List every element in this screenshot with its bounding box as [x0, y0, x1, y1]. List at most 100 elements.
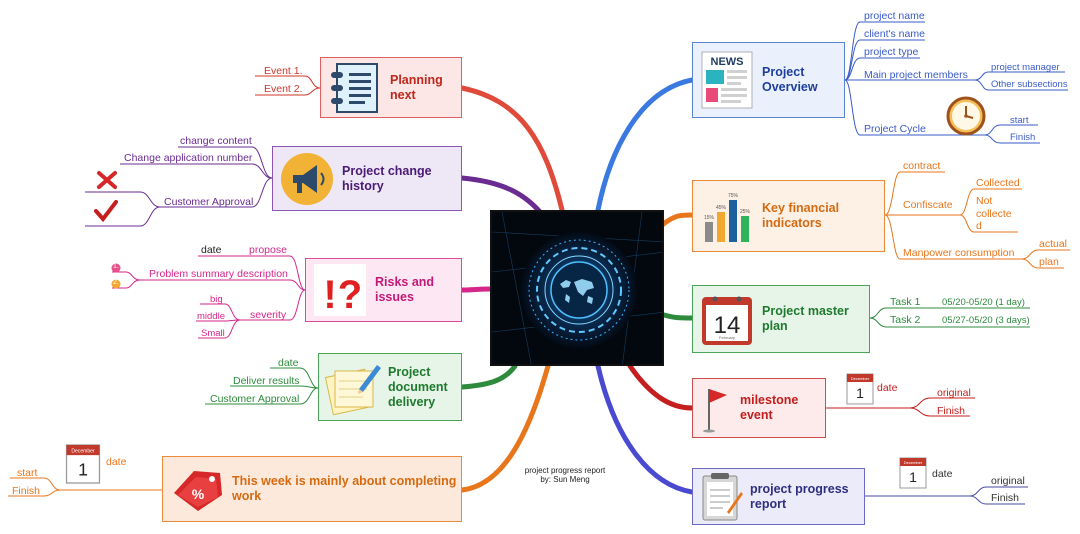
calendar-mini-icon: December 1 — [898, 456, 928, 490]
change-approval-item[interactable]: Customer Approval — [164, 196, 254, 208]
list-document-icon — [326, 59, 384, 117]
severity-middle-item[interactable]: middle — [197, 311, 225, 322]
event-1-item[interactable]: Event 1. — [264, 65, 303, 77]
problem-summary-item[interactable]: Problem summary description — [149, 268, 288, 280]
percent-label-2: 45% — [716, 205, 727, 211]
calendar-icon: 14 February — [698, 290, 756, 348]
node-this-week[interactable]: % This week is mainly about completing w… — [162, 456, 462, 522]
calendar-day: 14 — [714, 312, 741, 339]
project-name-item[interactable]: project name — [864, 10, 925, 22]
central-topic-image[interactable] — [490, 210, 664, 366]
this-week-finish-item[interactable]: Finish — [12, 485, 41, 497]
exclamation-question-icon: ! ? — [311, 261, 369, 319]
caption-author: by: Sun Meng — [540, 475, 590, 485]
cycle-start-item[interactable]: start — [1010, 115, 1029, 126]
mini-month: December — [71, 449, 95, 455]
news-icon-text: NEWS — [711, 56, 744, 68]
node-risks-and-issues[interactable]: ! ? Risks and issues — [305, 258, 462, 322]
percent-label-3: 75% — [728, 193, 739, 199]
contract-item[interactable]: contract — [903, 160, 941, 172]
percent-label-4: 25% — [740, 209, 751, 215]
master-plan-label: Project master plan — [762, 304, 849, 333]
node-project-progress-report[interactable]: project progress report — [692, 468, 865, 525]
milestone-original-item[interactable]: original — [937, 387, 971, 399]
svg-text:%: % — [192, 486, 205, 502]
progress-finish-item[interactable]: Finish — [991, 492, 1020, 504]
mini-day: 1 — [78, 459, 88, 479]
news-icon: NEWS — [698, 51, 756, 109]
actual-item[interactable]: actual — [1039, 238, 1068, 250]
deliver-results-item[interactable]: Deliver results — [233, 375, 300, 387]
task-1-name[interactable]: Task 1 — [890, 296, 921, 308]
calendar-mini-icon: December 1 — [64, 442, 102, 486]
document-pencil-icon — [324, 358, 382, 416]
node-document-delivery[interactable]: Project document delivery — [318, 353, 462, 421]
svg-text:?: ? — [338, 273, 362, 317]
mini-day: 1 — [856, 385, 864, 401]
other-subsections-item[interactable]: Other subsections — [991, 79, 1068, 90]
node-project-overview[interactable]: NEWS Project Overview — [692, 42, 845, 118]
node-project-change-history[interactable]: Project change history — [272, 146, 462, 211]
node-project-master-plan[interactable]: 14 February Project master plan — [692, 285, 870, 353]
severity-item[interactable]: severity — [250, 309, 287, 321]
progress-date-item[interactable]: date — [932, 468, 953, 480]
calendar-month: February — [719, 335, 735, 340]
change-application-number-item[interactable]: Change application number — [124, 152, 253, 164]
mini-month: December — [904, 460, 923, 465]
clock-icon — [946, 96, 986, 136]
main-project-members-item[interactable]: Main project members — [864, 69, 968, 81]
key-financial-label: Key financial indicators — [762, 201, 840, 230]
confiscate-item[interactable]: Confiscate — [903, 199, 953, 211]
node-planning-next[interactable]: Planning next — [320, 57, 462, 118]
manpower-consumption-item[interactable]: Manpower consumption — [903, 247, 1015, 259]
document-delivery-label: Project document delivery — [388, 364, 448, 409]
milestone-finish-item[interactable]: Finish — [937, 405, 966, 417]
svg-text:!: ! — [323, 273, 336, 317]
mini-month: December — [851, 376, 870, 381]
change-content-item[interactable]: change content — [180, 135, 252, 147]
project-type-item[interactable]: project type — [864, 46, 919, 58]
progress-original-item[interactable]: original — [991, 475, 1025, 487]
project-overview-label: Project Overview — [762, 65, 818, 94]
this-week-label: This week is mainly about completing wor… — [232, 474, 457, 503]
cross-icon — [97, 171, 117, 189]
project-cycle-item[interactable]: Project Cycle — [864, 123, 926, 135]
milestone-date-item[interactable]: date — [877, 382, 898, 394]
number-bullets-icon — [111, 263, 121, 289]
percent-label-1: 15% — [704, 215, 715, 221]
plan-item[interactable]: plan — [1039, 256, 1059, 268]
this-week-date-item[interactable]: date — [106, 456, 127, 468]
delivery-date-item[interactable]: date — [278, 357, 299, 369]
task-1-dates[interactable]: 05/20-05/20 (1 day) — [942, 297, 1025, 308]
event-2-item[interactable]: Event 2. — [264, 83, 303, 95]
this-week-start-item[interactable]: start — [17, 467, 38, 479]
project-manager-item[interactable]: project manager — [991, 62, 1060, 73]
risks-date-item[interactable]: date — [201, 244, 222, 256]
node-key-financial-indicators[interactable]: 15% 45% 75% 25% Key financial indicators — [692, 180, 885, 252]
collected-item[interactable]: Collected — [976, 177, 1020, 189]
bullet-2-label: 2. — [113, 279, 119, 286]
clients-name-item[interactable]: client's name — [864, 28, 925, 40]
propose-item[interactable]: propose — [249, 244, 287, 256]
not-collected-item[interactable]: Not collecte d — [976, 195, 1012, 233]
progress-report-label: project progress report — [750, 481, 849, 511]
delivery-approval-item[interactable]: Customer Approval — [210, 393, 300, 405]
caption-title: project progress report — [524, 466, 606, 475]
task-2-dates[interactable]: 05/27-05/20 (3 days) — [942, 315, 1030, 326]
calendar-mini-icon: December 1 — [845, 372, 875, 406]
central-caption: project progress report by: Sun Meng — [520, 466, 610, 484]
planning-next-label: Planning next — [390, 72, 443, 102]
node-milestone-event[interactable]: milestone event — [692, 378, 826, 438]
bullet-1-label: 1. — [113, 263, 119, 270]
cycle-finish-item[interactable]: Finish — [1010, 132, 1036, 143]
severity-big-item[interactable]: big — [210, 294, 223, 305]
milestone-label: milestone event — [740, 393, 799, 422]
task-2-name[interactable]: Task 2 — [890, 314, 921, 326]
megaphone-icon — [278, 150, 336, 208]
discount-tag-icon: % — [168, 460, 226, 518]
flag-icon — [698, 383, 734, 433]
severity-small-item[interactable]: Small — [201, 328, 225, 339]
bar-chart-icon: 15% 45% 75% 25% — [698, 187, 756, 245]
mini-day: 1 — [909, 469, 917, 485]
